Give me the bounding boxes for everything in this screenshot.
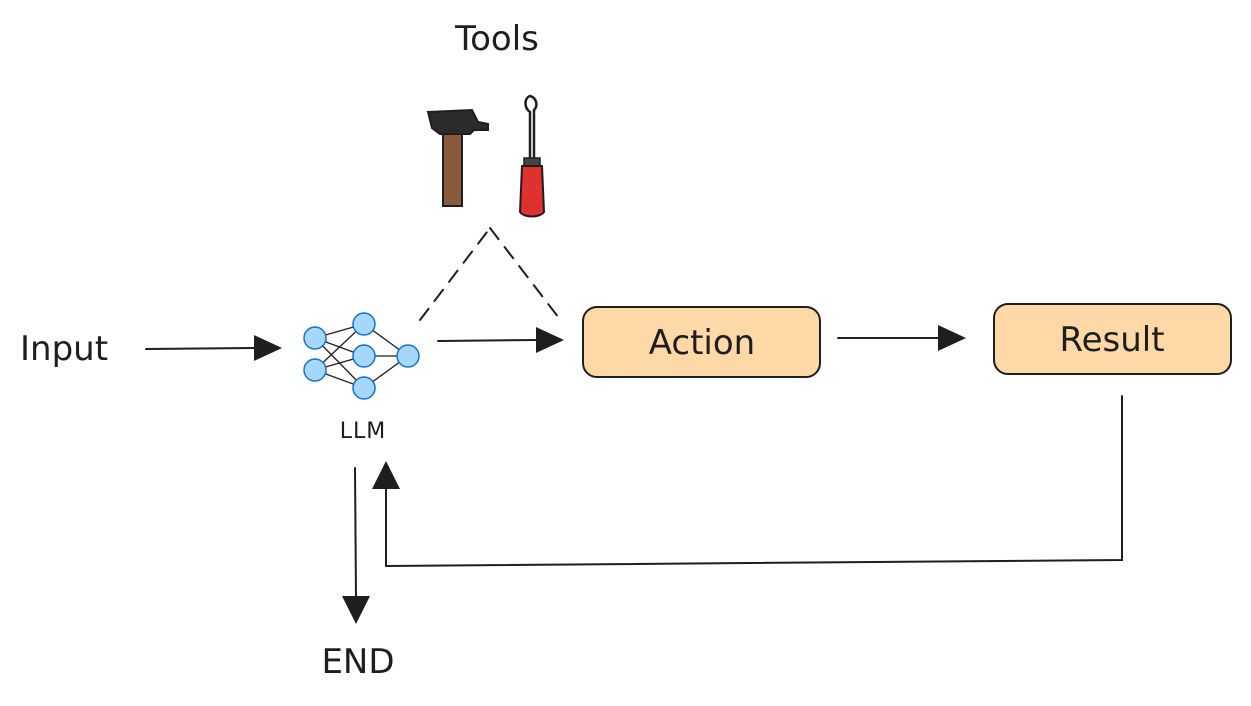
llm-to-end-arrow: [342, 467, 370, 624]
end-label: END: [321, 642, 394, 682]
neural-network-icon: [303, 312, 420, 400]
action-to-result-arrow: [837, 325, 966, 351]
result-label: Result: [1059, 320, 1164, 360]
result-to-llm-feedback-arrow: [372, 395, 1123, 568]
tools-label: Tools: [454, 19, 539, 59]
llm-to-action-arrow: [437, 327, 564, 353]
llm-label: LLM: [340, 419, 387, 444]
action-node: Action: [582, 306, 821, 378]
action-label: Action: [649, 323, 755, 363]
screwdriver-icon: [518, 94, 546, 218]
tools-to-action-dashed-line: [489, 227, 563, 323]
hammer-icon: [426, 108, 489, 207]
llm-to-tools-dashed-line: [419, 227, 491, 321]
input-label: Input: [20, 329, 108, 369]
input-to-llm-arrow: [145, 335, 282, 361]
result-node: Result: [993, 303, 1232, 375]
